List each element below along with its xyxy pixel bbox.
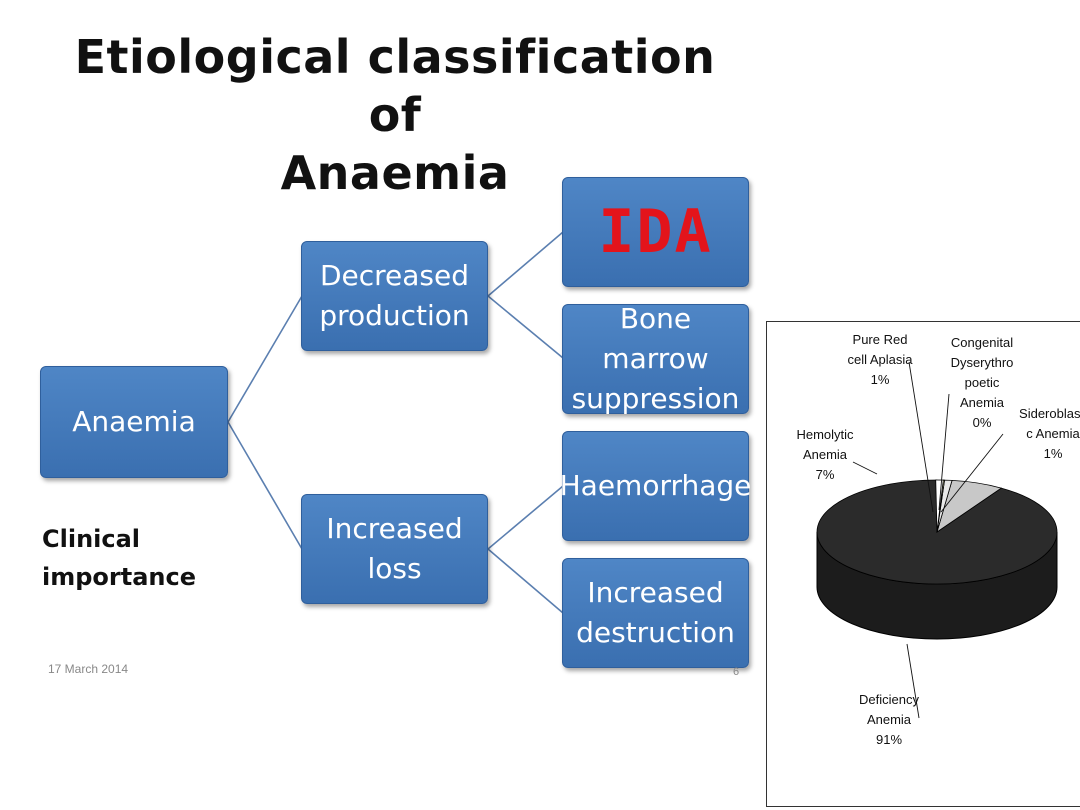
- node-decreased-line-1: Decreased: [319, 259, 470, 292]
- node-haemorrhage: Haemorrhage: [559, 431, 752, 541]
- title-line-2: Anaemia: [280, 146, 510, 200]
- pie-label-line: Congenital: [951, 335, 1013, 350]
- node-bone-marrow-line-1: Bone marrow: [602, 302, 709, 375]
- pie-label-line: Deficiency: [859, 692, 919, 707]
- clinical-importance-label: Clinical importance: [42, 520, 196, 596]
- pie-label-line: Pure Red: [853, 332, 908, 347]
- pie-label-sideroblastic-anemia: Sideroblasti c Anemia 1%: [1019, 406, 1080, 461]
- pie-label-line: 1%: [1044, 446, 1063, 461]
- pie-leader-pure-red-cell-aplasia: [908, 361, 934, 513]
- node-anaemia: Anaemia: [40, 366, 228, 478]
- node-increased-line-1: Increased: [326, 512, 463, 545]
- connector-decreased-bone: [487, 295, 564, 359]
- slide-title: Etiological classification of Anaemia: [70, 28, 720, 202]
- pie-leader-hemolytic-anemia: [852, 461, 878, 475]
- pie-leader-deficiency-anemia: [906, 643, 920, 719]
- pie-label-line: 1%: [871, 372, 890, 387]
- pie-label-line: poetic: [965, 375, 1000, 390]
- slide-page-number: 6: [733, 666, 740, 678]
- title-line-1: Etiological classification of: [74, 30, 716, 142]
- pie-label-pure-red-cell-aplasia: Pure Red cell Aplasia 1%: [847, 332, 913, 387]
- node-increased-loss: Increased loss: [301, 494, 488, 604]
- clinical-line-1: Clinical: [42, 525, 141, 553]
- node-ida: IDA: [562, 177, 749, 287]
- clinical-line-2: importance: [42, 563, 196, 591]
- pie-label-line: 91%: [876, 732, 902, 747]
- node-decreased-line-2: production: [319, 299, 470, 332]
- node-bone-marrow-suppression: Bone marrow suppression: [562, 302, 749, 415]
- node-ida-label: IDA: [598, 197, 713, 267]
- pie-label-line: Dyserythro: [951, 355, 1014, 370]
- pie-label-line: Sideroblasti: [1019, 406, 1080, 421]
- node-increased-line-2: loss: [367, 552, 422, 585]
- pie-label-line: cell Aplasia: [847, 352, 913, 367]
- connector-root-decreased: [227, 295, 303, 423]
- connector-increased-haemorrhage: [487, 485, 564, 550]
- node-destruction-line-1: Increased: [587, 576, 724, 609]
- connector-decreased-ida: [487, 231, 564, 297]
- pie-label-line: Anemia: [867, 712, 912, 727]
- pie-leader-congenital-dyserythropoetic-anemia: [938, 393, 950, 511]
- pie-label-line: c Anemia: [1026, 426, 1080, 441]
- node-haemorrhage-label: Haemorrhage: [559, 469, 752, 502]
- connector-root-increased: [227, 421, 303, 550]
- slide-date: 17 March 2014: [48, 662, 129, 676]
- pie-label-line: Anemia: [803, 447, 848, 462]
- node-anaemia-label: Anaemia: [72, 405, 196, 438]
- pie-label-line: Hemolytic: [796, 427, 854, 442]
- pie-label-line: 0%: [973, 415, 992, 430]
- node-destruction-line-2: destruction: [576, 616, 735, 649]
- connector-increased-destruction: [487, 548, 564, 614]
- node-decreased-production: Decreased production: [301, 241, 488, 351]
- pie-label-line: Anemia: [960, 395, 1005, 410]
- pie-leader-sideroblastic-anemia: [940, 433, 1004, 513]
- pie-label-line: 7%: [816, 467, 835, 482]
- node-bone-marrow-line-2: suppression: [571, 382, 740, 415]
- node-increased-destruction: Increased destruction: [562, 558, 749, 668]
